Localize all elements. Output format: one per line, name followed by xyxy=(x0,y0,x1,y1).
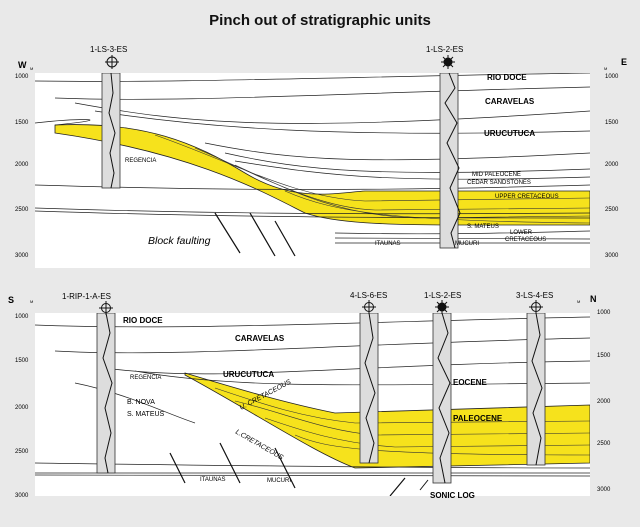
unit-cretaceous-label: CRETACEOUS xyxy=(505,237,546,243)
unit-caravelas-label: CARAVELAS xyxy=(485,97,535,106)
unit-l-cretaceous-label: L.CRETACEOUS xyxy=(234,429,284,462)
horizon-lines xyxy=(35,73,590,244)
s1-left-tick-2000: 2000 xyxy=(15,162,29,168)
well-label-1-ls-2-es: 1-LS-2-ES xyxy=(426,45,463,54)
s1-right-tick-2500: 2500 xyxy=(605,207,619,213)
well-1-ls-2-es-log xyxy=(444,73,461,249)
section1-left-dir: W xyxy=(18,60,27,70)
section1-left-unit: M xyxy=(30,66,33,71)
well-label-1-rip-1-a-es: 1-RIP-1-A-ES xyxy=(62,292,111,301)
s2-left-tick-2000: 2000 xyxy=(15,405,29,411)
unit-regencia-label: REGENCIA xyxy=(125,158,156,164)
s1-left-tick-1000: 1000 xyxy=(15,74,29,80)
s2-right-tick-3000: 3000 xyxy=(597,487,611,493)
wedge-strata xyxy=(154,134,590,224)
unit-caravelas-label: CARAVELAS xyxy=(235,334,285,343)
section2-depth-axis-left: 1000 1500 2000 2500 3000 xyxy=(15,314,29,499)
section2-canvas: RIO DOCE CARAVELAS URUCUTUCA EOCENE REGE… xyxy=(35,313,590,496)
well-4-ls-6-es-log xyxy=(364,313,376,464)
cross-section-w-e: RIO DOCE CARAVELAS URUCUTUCA REGENCIA MI… xyxy=(35,73,590,268)
wedge-strata xyxy=(214,387,590,456)
well-symbol-3-ls-4-es xyxy=(529,300,543,314)
section2-right-dir: N xyxy=(590,294,597,304)
unit-paleocene-label: PALEOCENE xyxy=(453,414,503,423)
well-label-1-ls-3-es: 1-LS-3-ES xyxy=(90,45,127,54)
block-faulting-annotation: Block faulting xyxy=(148,235,211,247)
figure-title: Pinch out of stratigraphic units xyxy=(209,12,431,29)
well-symbol-4-ls-6-es xyxy=(362,300,376,314)
unit-s-mateus-label: S. MATEUS xyxy=(127,411,165,418)
s1-left-tick-1500: 1500 xyxy=(15,120,29,126)
well-symbol-1-ls-2-es-s2 xyxy=(435,300,449,314)
well-symbol-1-ls-3-es xyxy=(105,55,119,69)
s2-left-tick-1500: 1500 xyxy=(15,358,29,364)
unit-mucuri-label: MUCURI xyxy=(455,241,479,247)
section1-depth-axis-right: 1000 1500 2000 2500 3000 xyxy=(605,74,619,259)
well-3-ls-4-es-column xyxy=(526,313,546,466)
s2-left-tick-2500: 2500 xyxy=(15,449,29,455)
unit-mucuri-label: MUCURI xyxy=(267,478,291,484)
paleocene-upper-cretaceous-wedge xyxy=(184,372,590,469)
unit-lower-label: LOWER xyxy=(510,230,533,236)
section2-left-unit: M xyxy=(30,299,33,304)
unit-itaunas-label: ITAUNAS xyxy=(200,477,226,483)
section1-right-unit: M xyxy=(604,66,607,71)
unit-rio-doce-label: RIO DOCE xyxy=(123,316,163,325)
unit-b-nova-label: B. NOVA xyxy=(127,399,155,406)
s1-right-tick-2000: 2000 xyxy=(605,162,619,168)
section1-depth-axis-left: 1000 1500 2000 2500 3000 xyxy=(15,74,29,259)
s1-right-tick-1000: 1000 xyxy=(605,74,619,80)
well-label-3-ls-4-es: 3-LS-4-ES xyxy=(516,291,553,300)
section2-left-dir: S xyxy=(8,295,14,305)
well-label-4-ls-6-es: 4-LS-6-ES xyxy=(350,291,387,300)
well-1-ls-2-es-column-s2 xyxy=(432,313,452,484)
unit-itaunas-label: ITAUNAS xyxy=(375,241,401,247)
s1-right-tick-1500: 1500 xyxy=(605,120,619,126)
section2-right-unit: M xyxy=(577,299,580,304)
cross-section-s-n: RIO DOCE CARAVELAS URUCUTUCA EOCENE REGE… xyxy=(35,313,590,496)
unit-urucutuca-label: URUCUTUCA xyxy=(484,129,535,138)
fault-lines xyxy=(169,442,406,496)
well-label-1-ls-2-es-s2: 1-LS-2-ES xyxy=(424,291,461,300)
unit-mid-paleocene-label: MID PALEOCENE xyxy=(472,172,521,178)
s2-left-tick-1000: 1000 xyxy=(15,314,29,320)
well-3-ls-4-es-log xyxy=(531,313,543,466)
s2-right-tick-1000: 1000 xyxy=(597,310,611,316)
well-4-ls-6-es-column xyxy=(359,313,379,464)
unit-upper-cretaceous-label: UPPER CRETACEOUS xyxy=(495,194,559,200)
unit-urucutuca-label: URUCUTUCA xyxy=(223,370,274,379)
unit-regencia-label: REGENCIA xyxy=(130,375,161,381)
horizon-lines xyxy=(35,316,590,477)
s2-right-tick-2500: 2500 xyxy=(597,441,611,447)
section1-canvas: RIO DOCE CARAVELAS URUCUTUCA REGENCIA MI… xyxy=(35,73,590,257)
section1-right-dir: E xyxy=(621,57,627,67)
s1-right-tick-3000: 3000 xyxy=(605,253,619,259)
well-1-ls-2-es-log-s2 xyxy=(437,313,451,484)
fault-lines xyxy=(214,212,296,257)
well-1-rip-1-a-es-column xyxy=(96,313,116,474)
unit-s-mateus-label: S. MATEUS xyxy=(467,224,499,230)
well-1-ls-3-es-log xyxy=(108,73,116,189)
s2-right-tick-1500: 1500 xyxy=(597,353,611,359)
well-1-rip-1-a-es-log xyxy=(102,313,113,474)
well-1-ls-3-es-column xyxy=(101,73,121,189)
section2-depth-axis-right: 1000 1500 2000 2500 3000 xyxy=(597,310,611,493)
well-symbol-1-ls-2-es xyxy=(441,55,455,69)
unit-eocene-label: EOCENE xyxy=(453,378,487,387)
s2-right-tick-2000: 2000 xyxy=(597,399,611,405)
unit-rio-doce-label: RIO DOCE xyxy=(487,73,527,82)
s1-left-tick-2500: 2500 xyxy=(15,207,29,213)
s1-left-tick-3000: 3000 xyxy=(15,253,29,259)
s2-left-tick-3000: 3000 xyxy=(15,493,29,499)
unit-cedar-sandstones-label: CEDAR SANDSTONES xyxy=(467,180,531,186)
